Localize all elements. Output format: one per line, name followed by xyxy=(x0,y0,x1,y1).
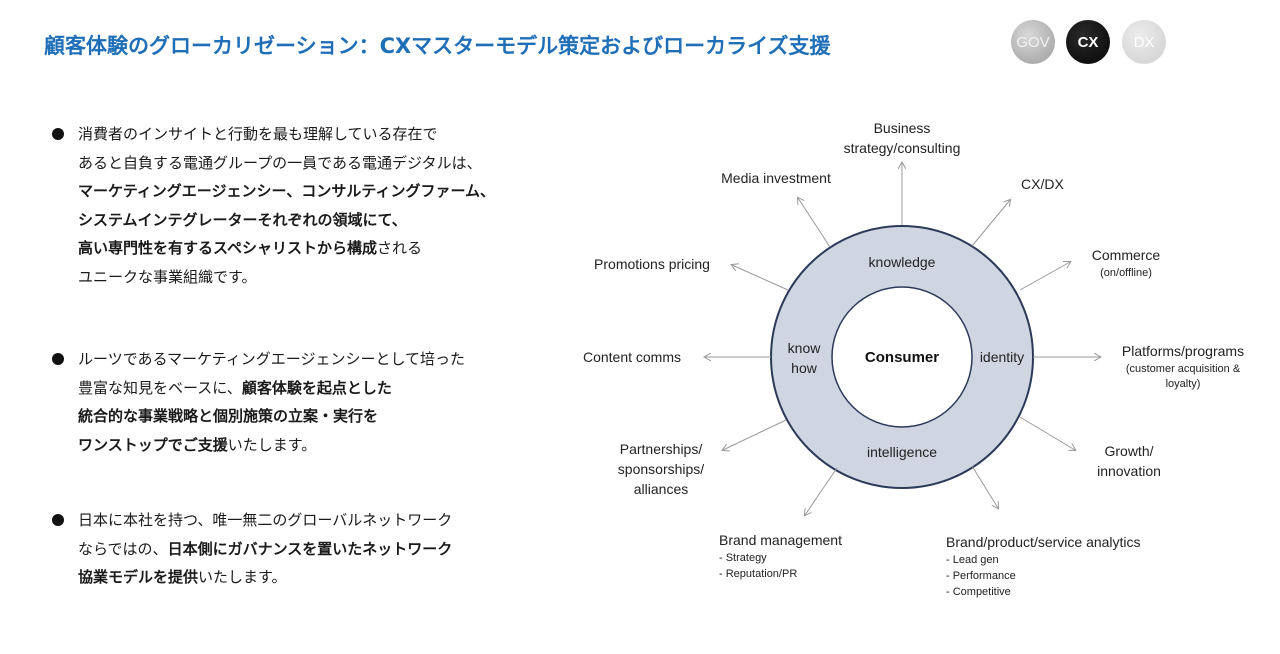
label-analytics-item: - Competitive xyxy=(946,586,1011,598)
bullet-text-regular: ならではの、 xyxy=(78,539,168,558)
bullet-text-regular: ユニークな事業組織です。 xyxy=(78,267,257,286)
arrow-analytics xyxy=(971,465,998,508)
bullet-text-regular: ルーツであるマーケティングエージェンシーとして培った xyxy=(78,350,466,368)
bullet-text-regular: あると自負する電通グループの一員である電通デジタルは、 xyxy=(78,153,482,172)
ring-label-knowhow-1: know xyxy=(788,340,822,356)
label-analytics-item: - Performance xyxy=(946,570,1016,582)
bullet-line: 協業モデルを提供いたします。 xyxy=(78,563,578,592)
label-content-comms: Content comms xyxy=(583,349,681,365)
bullet-line: 日本に本社を持つ、唯一無二のグローバルネットワーク xyxy=(78,506,578,535)
center-label: Consumer xyxy=(865,349,939,366)
label-growth-1: Growth/ xyxy=(1104,443,1153,459)
consumer-capability-diagram: Consumer knowledge know how identity int… xyxy=(583,120,1244,598)
arrow-brand-mgmt xyxy=(805,467,838,515)
bullet-line: ルーツであるマーケティングエージェンシーとして培った xyxy=(78,345,578,374)
bullet-text-regular: される xyxy=(376,239,422,257)
bullet-text-regular: いたします。 xyxy=(227,435,317,454)
bullet-line: 豊富な知見をベースに、顧客体験を起点とした xyxy=(78,374,578,403)
bullet-text-regular: いたします。 xyxy=(198,568,287,586)
label-partnerships-1: Partnerships/ xyxy=(620,441,703,457)
bullet-dot-icon xyxy=(52,514,64,526)
label-platforms-sub-1: (customer acquisition & xyxy=(1126,363,1241,375)
bullet-text: 消費者のインサイトと行動を最も理解している存在であると自負する電通グループの一員… xyxy=(78,120,578,291)
bullet-line: マーケティングエージェンシー、コンサルティングファーム、 xyxy=(78,177,578,206)
label-growth-2: innovation xyxy=(1097,463,1161,479)
arrow-media xyxy=(798,198,831,248)
arrow-partnerships xyxy=(723,419,787,450)
label-analytics-item: - Lead gen xyxy=(946,554,999,566)
label-cxdx: CX/DX xyxy=(1021,176,1064,192)
ring-label-knowhow-2: how xyxy=(791,360,818,376)
bullet-text-bold: 協業モデルを提供 xyxy=(78,568,199,586)
bullet-text-regular: 日本に本社を持つ、唯一無二のグローバルネットワーク xyxy=(78,511,453,529)
bullet-line: ワンストップでご支援いたします。 xyxy=(78,431,578,460)
arrow-promotions xyxy=(732,265,789,291)
page-title: 顧客体験のグローカリゼーション：CXマスターモデル策定およびローカライズ支援 xyxy=(44,34,831,58)
bullet-line: システムインテグレーターそれぞれの領域にて、 xyxy=(78,206,578,235)
bullet-text-bold: 顧客体験を起点とした xyxy=(241,378,392,397)
label-brand-mgmt-item: - Strategy xyxy=(719,552,767,564)
bullet-line: あると自負する電通グループの一員である電通デジタルは、 xyxy=(78,149,578,178)
bullet-text-bold: ワンストップでご支援 xyxy=(78,435,228,454)
ring-label-identity: identity xyxy=(980,349,1024,365)
bullet-text-bold: マーケティングエージェンシー、コンサルティングファーム、 xyxy=(78,182,496,200)
inner-circle xyxy=(831,286,973,428)
bullet-text-bold: 高い専門性を有するスペシャリストから構成 xyxy=(78,239,377,257)
category-badges: GOV CX DX xyxy=(1011,20,1171,66)
bullet-dot-icon xyxy=(52,353,64,365)
label-brand-mgmt: Brand management xyxy=(719,532,842,548)
label-brand-mgmt-item: - Reputation/PR xyxy=(719,568,797,580)
bullet-line: 高い専門性を有するスペシャリストから構成される xyxy=(78,234,578,263)
label-platforms-sub-2: loyalty) xyxy=(1166,378,1201,390)
bullet-text-bold: 日本側にガバナンスを置いたネットワーク xyxy=(167,539,453,558)
label-partnerships-2: sponsorships/ xyxy=(618,461,704,477)
label-platforms: Platforms/programs xyxy=(1122,343,1244,359)
arrows xyxy=(705,163,1100,515)
bullet-line: ユニークな事業組織です。 xyxy=(78,263,578,292)
label-business-2: strategy/consulting xyxy=(844,140,961,156)
bullet-text-regular: 消費者のインサイトと行動を最も理解している存在で xyxy=(78,125,438,143)
arrow-growth xyxy=(1019,416,1075,450)
bullet-text-regular: 豊富な知見をベースに、 xyxy=(78,378,242,397)
ring-label-intelligence: intelligence xyxy=(867,444,937,460)
bullet-line: ならではの、日本側にガバナンスを置いたネットワーク xyxy=(78,535,578,564)
label-business-1: Business xyxy=(874,120,931,136)
bullet-line: 消費者のインサイトと行動を最も理解している存在で xyxy=(78,120,578,149)
bullet-text: 日本に本社を持つ、唯一無二のグローバルネットワークならではの、日本側にガバナンス… xyxy=(78,506,578,592)
arrow-commerce xyxy=(1019,262,1070,291)
bullet-text: ルーツであるマーケティングエージェンシーとして培った豊富な知見をベースに、顧客体… xyxy=(78,345,578,459)
bullet-text-bold: システムインテグレーターそれぞれの領域にて、 xyxy=(78,210,407,229)
arrow-cxdx xyxy=(971,200,1010,247)
label-promotions: Promotions pricing xyxy=(594,256,710,272)
label-commerce-sub: (on/offline) xyxy=(1100,267,1152,279)
bullet-text-bold: 統合的な事業戦略と個別施策の立案・実行を xyxy=(78,407,379,425)
ring-label-knowledge: knowledge xyxy=(869,254,936,270)
bullet-dot-icon xyxy=(52,128,64,140)
label-commerce: Commerce xyxy=(1092,247,1161,263)
bullet-line: 統合的な事業戦略と個別施策の立案・実行を xyxy=(78,402,578,431)
label-partnerships-3: alliances xyxy=(634,481,688,497)
badge-gov[interactable]: GOV xyxy=(1011,20,1055,64)
badge-cx[interactable]: CX xyxy=(1066,20,1110,64)
label-analytics: Brand/product/service analytics xyxy=(946,534,1141,550)
badge-dx[interactable]: DX xyxy=(1122,20,1166,64)
label-media-investment: Media investment xyxy=(721,170,831,186)
